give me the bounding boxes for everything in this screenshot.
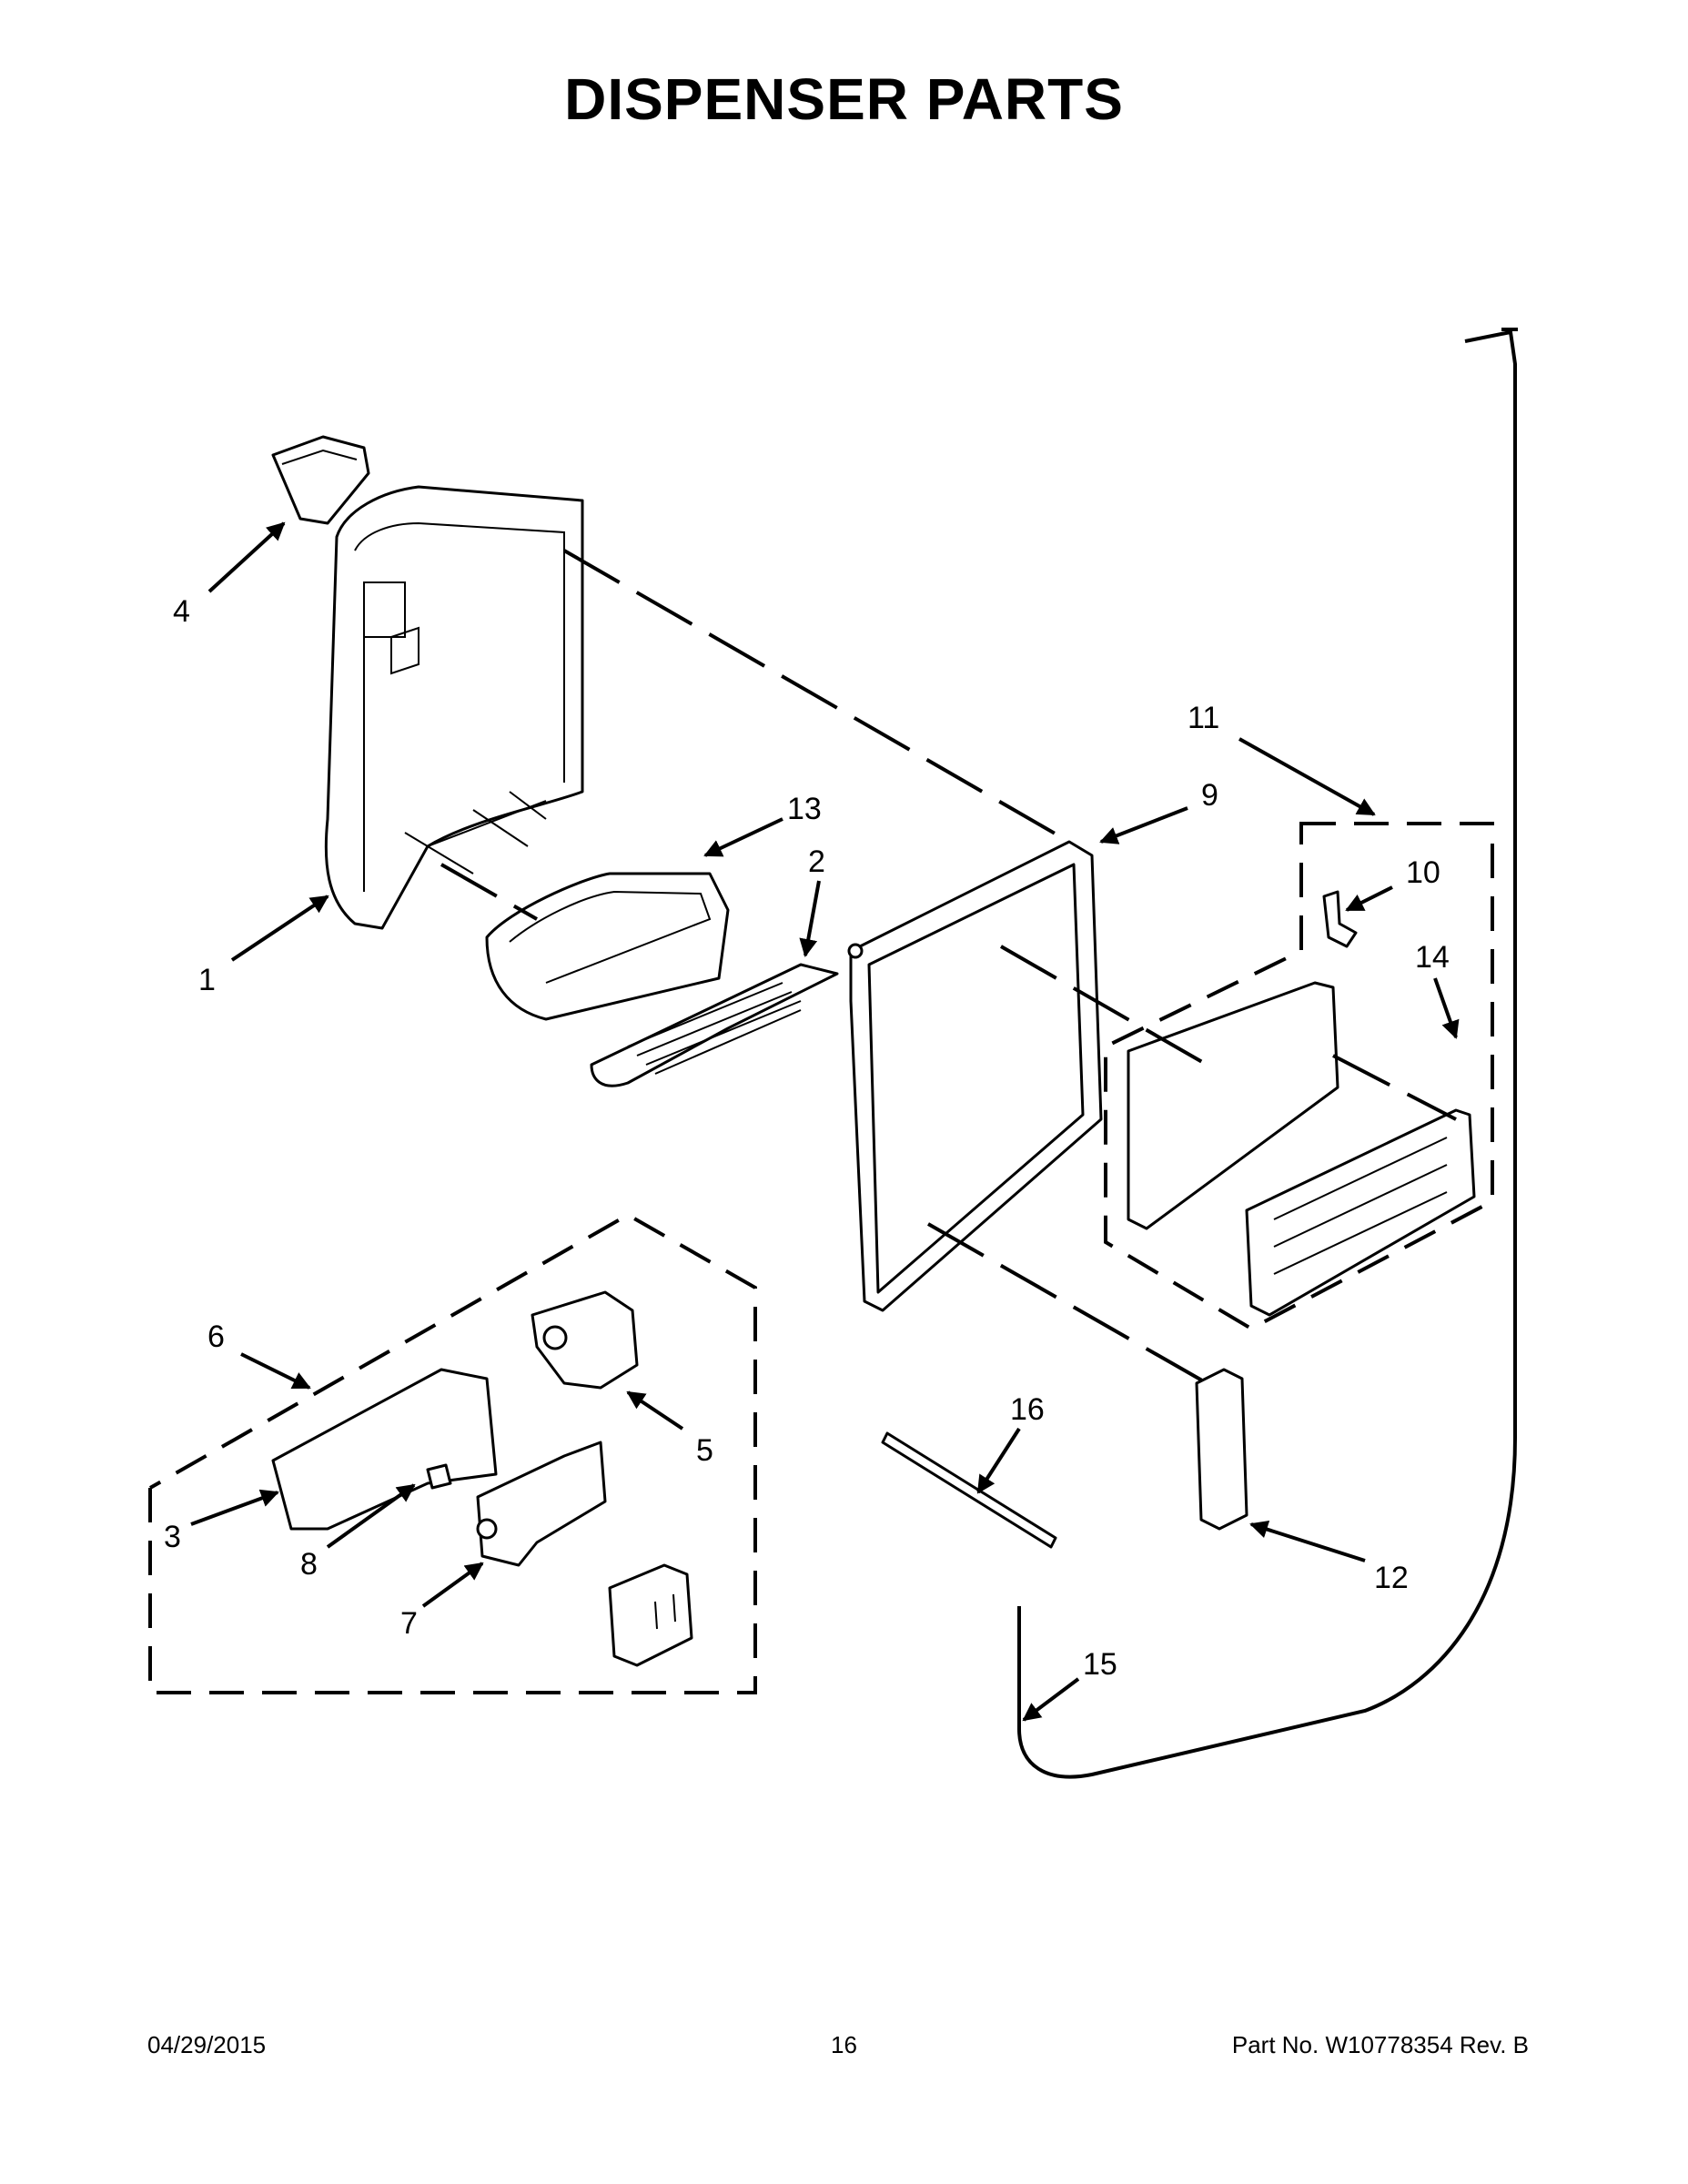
part-13-drip-tray — [485, 872, 730, 1021]
leader-arrow-15 — [1022, 1677, 1080, 1722]
part-4-cup — [271, 435, 370, 525]
callout-7: 7 — [400, 1606, 418, 1641]
leader-arrow-6 — [240, 1352, 311, 1390]
callout-11: 11 — [1188, 701, 1219, 735]
leader-arrow-7 — [421, 1562, 484, 1608]
callout-3: 3 — [164, 1520, 181, 1554]
callout-16: 16 — [1010, 1392, 1045, 1427]
guide-line-frame-panel — [1000, 945, 1216, 1071]
guide-line-panel-14 — [1332, 1054, 1457, 1121]
callout-10: 10 — [1406, 855, 1440, 890]
leader-arrow-11 — [1238, 737, 1376, 816]
leader-arrow-3 — [190, 1489, 279, 1526]
guide-line-tray — [440, 863, 538, 921]
callout-1: 1 — [198, 963, 216, 997]
footer-date: 04/29/2015 — [147, 2031, 267, 2058]
leader-arrow-9 — [1099, 806, 1188, 844]
callout-8: 8 — [300, 1547, 318, 1582]
part-16-rod — [881, 1431, 1057, 1549]
callout-14: 14 — [1415, 940, 1450, 975]
leader-arrow-12 — [1249, 1520, 1366, 1562]
leader-arrow-13 — [703, 817, 783, 857]
callout-12: 12 — [1374, 1561, 1409, 1595]
callout-15: 15 — [1083, 1647, 1117, 1682]
part-15-tube — [1017, 328, 1518, 1779]
leader-arrow-4 — [207, 521, 286, 593]
leader-arrow-2 — [799, 880, 821, 957]
footer-page-number: 16 — [831, 2031, 857, 2058]
part-10-clip — [1322, 890, 1358, 948]
page-title: DISPENSER PARTS — [564, 66, 1124, 132]
leader-arrow-5 — [626, 1390, 684, 1431]
part-2-grille — [590, 963, 839, 1087]
part-9-frame — [847, 840, 1103, 1312]
leader-arrow-8 — [326, 1483, 416, 1549]
callout-6: 6 — [207, 1320, 225, 1354]
leader-arrow-14 — [1433, 977, 1460, 1039]
leader-arrow-16 — [976, 1427, 1021, 1494]
callout-5: 5 — [696, 1433, 713, 1468]
guide-line-frame-cap — [927, 1222, 1216, 1390]
assembly-6-dashed-box — [148, 1212, 757, 1694]
part-12-cap — [1195, 1368, 1248, 1531]
part-1-housing — [324, 485, 584, 930]
callout-2: 2 — [808, 844, 825, 879]
leader-arrow-1 — [230, 895, 329, 962]
part-14-control-panel — [1127, 981, 1476, 1317]
callout-13: 13 — [787, 792, 822, 826]
part-6-assembly — [271, 1290, 693, 1667]
footer-part-number: Part No. W10778354 Rev. B — [1231, 2031, 1529, 2058]
assembly-11-dashed-box — [1104, 822, 1494, 1331]
leader-arrow-10 — [1345, 885, 1393, 912]
callout-4: 4 — [173, 594, 190, 629]
guide-line-housing-frame — [563, 549, 1070, 844]
callout-9: 9 — [1201, 778, 1218, 813]
